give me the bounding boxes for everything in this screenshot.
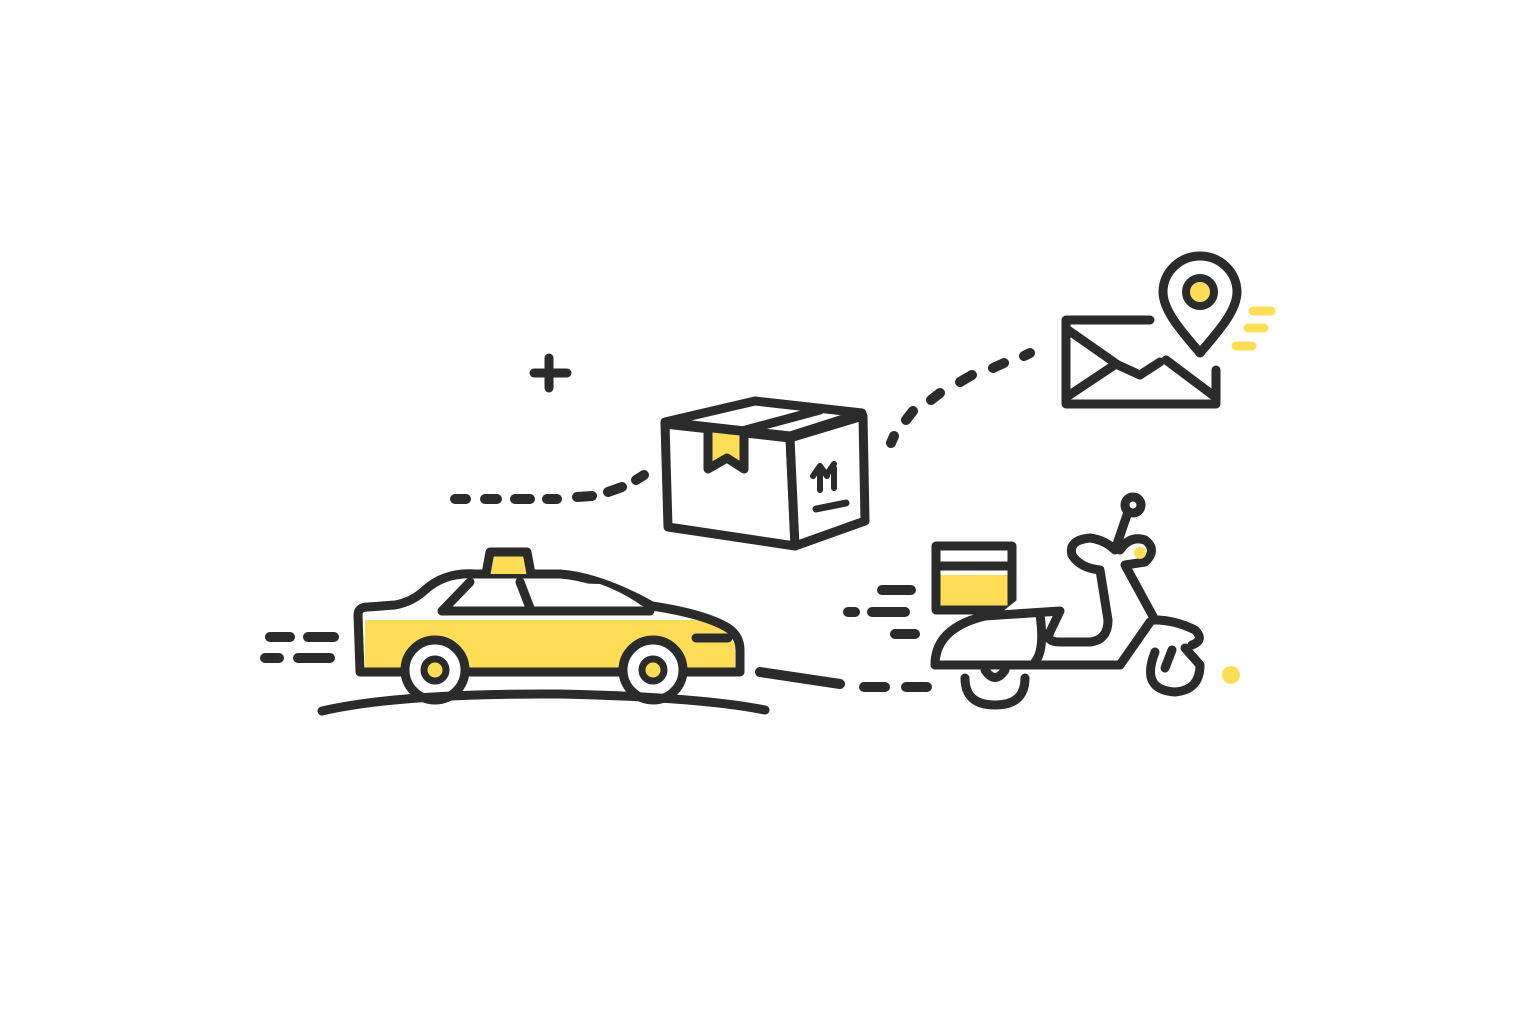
taxi-speed-lines <box>260 632 339 663</box>
envelope-icon <box>1061 315 1221 409</box>
road-line <box>317 667 932 716</box>
location-pin-icon <box>1158 251 1242 358</box>
pin-motion-lines <box>1231 306 1276 351</box>
dotted-route-right <box>886 348 1035 448</box>
plus-icon <box>529 353 572 393</box>
parcel-box-icon <box>660 396 870 551</box>
scooter-speed-lines <box>843 585 920 639</box>
taxi-icon <box>353 547 745 705</box>
dotted-route-left <box>450 470 649 504</box>
scooter-icon <box>930 492 1205 710</box>
yellow-dot <box>1222 666 1240 684</box>
